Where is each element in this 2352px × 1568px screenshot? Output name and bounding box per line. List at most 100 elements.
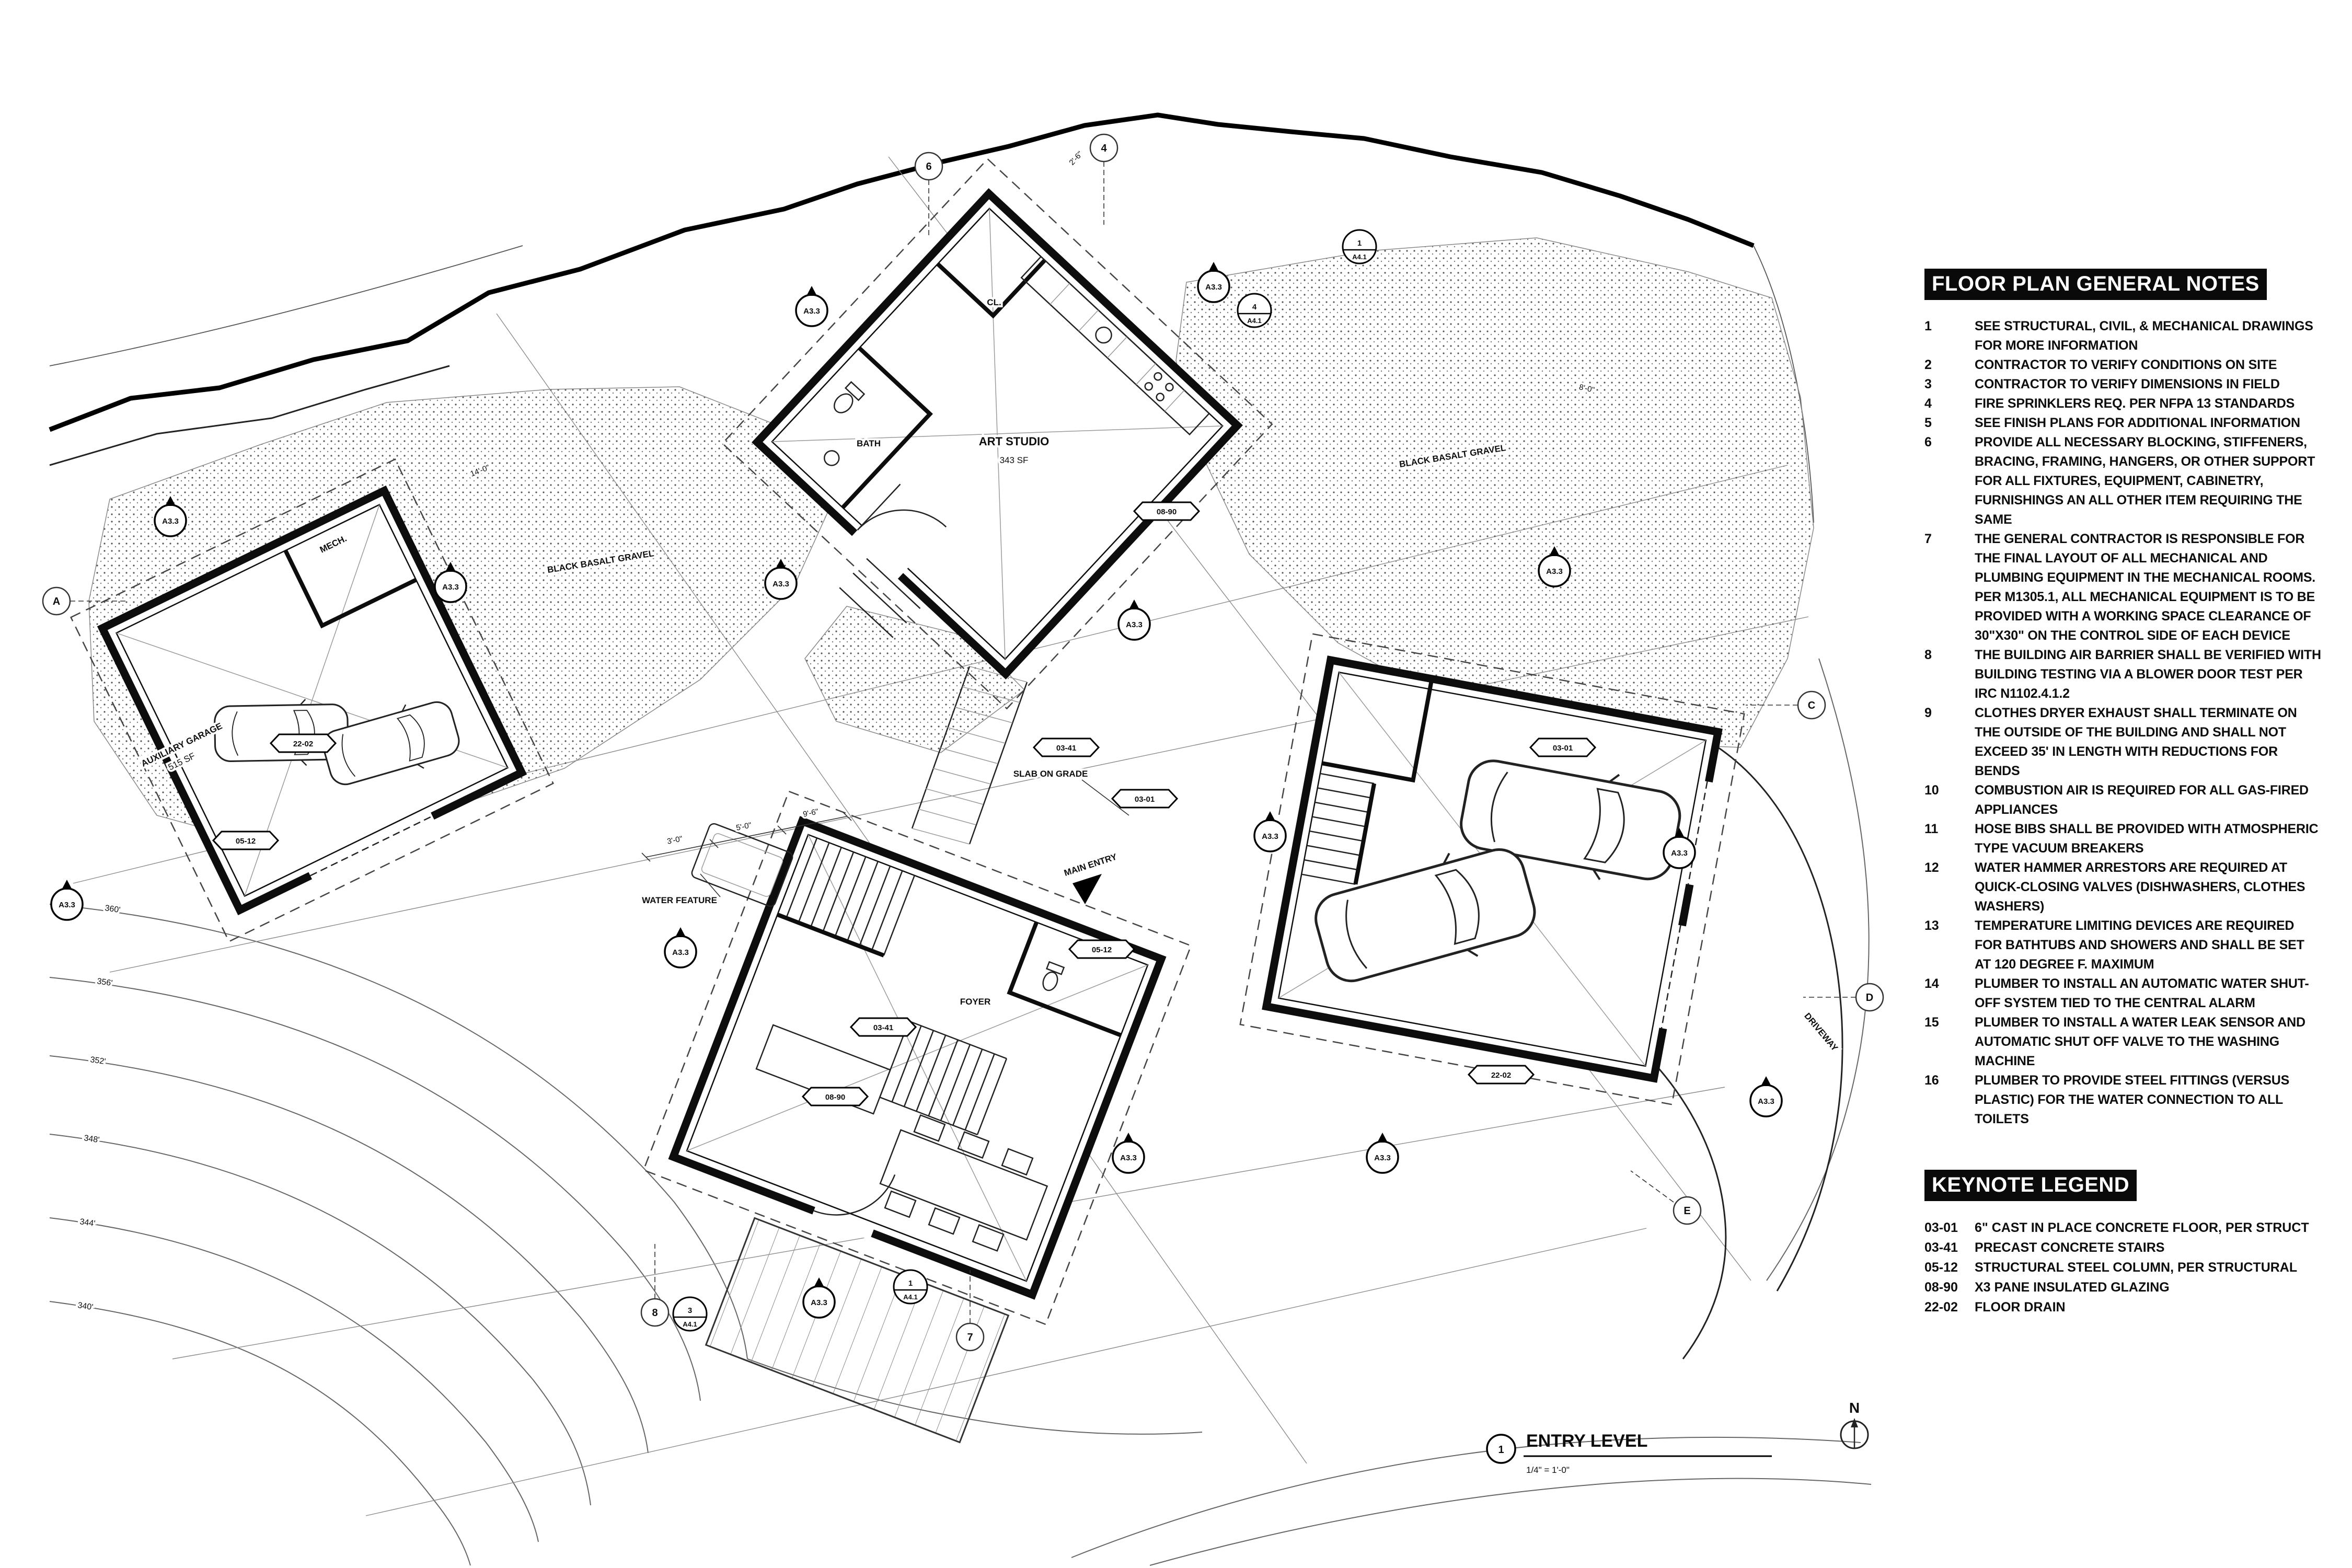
bath-label: BATH [857,439,881,448]
note-text: CONTRACTOR TO VERIFY DIMENSIONS IN FIELD [1975,377,2280,391]
garage-storage-partition [1321,678,1434,783]
chair [884,1190,917,1218]
note-number: 6 [1924,435,1932,449]
keynote-tag: 03-01 [1111,789,1178,809]
sheet-title-block: 1 ENTRY LEVEL 1/4" = 1'-0" [1486,1431,1772,1475]
section-marker-label: A3.3 [1671,849,1688,858]
grid-bubble-label: 7 [967,1332,973,1343]
elevation-markers: 1 A4.1 4 A4.1 3 A4.1 1 A4.1 [672,229,1377,1332]
note-number: 2 [1924,358,1932,372]
section-marker-label: A3.3 [1120,1154,1137,1162]
section-marker: A3.3 [1538,545,1571,587]
note-number: 1 [1924,319,1932,333]
section-marker: A3.3 [802,1276,836,1319]
elevation-marker-num: 1 [908,1279,913,1288]
note-text: HOSE BIBS SHALL BE PROVIDED WITH ATMOSPH… [1975,822,2319,856]
keynote-tag: 05-12 [1068,939,1135,959]
note-number: 7 [1924,532,1932,546]
aux-garage-roof-overhang [70,458,554,942]
note-text: FIRE SPRINKLERS REQ. PER NFPA 13 STANDAR… [1975,396,2295,411]
chair [972,1224,1005,1252]
keynote-code: 05-12 [1924,1260,1958,1275]
art-studio-building [721,158,1273,710]
title-number: 1 [1498,1444,1504,1456]
section-marker-label: A3.3 [811,1298,827,1307]
note-number: 13 [1924,918,1939,933]
contour-label: 356' [96,977,113,988]
counter-dividers [1050,283,1185,412]
grid-bubble-label: E [1684,1205,1690,1217]
keynote-code: 03-01 [1924,1220,1958,1235]
note-text: TEMPERATURE LIMITING DEVICES ARE REQUIRE… [1975,918,2304,972]
grid-bubble-label: 8 [652,1307,658,1319]
chair [1001,1148,1034,1176]
keynote-text: X3 PANE INSULATED GLAZING [1975,1280,2170,1295]
dim-text: 2'-6" [1067,149,1085,167]
dim-text: 5'-0" [735,821,753,832]
note-number: 16 [1924,1073,1939,1088]
note-text: CLOTHES DRYER EXHAUST SHALL TERMINATE ON… [1975,706,2297,778]
keynote-code: 22-02 [1924,1300,1958,1315]
grid-bubble: E [1673,1196,1702,1225]
grid-bubble: 8 [640,1298,670,1327]
stove-burner [1144,382,1154,391]
grid-bubble: 7 [955,1322,985,1352]
keynote-code: 03-41 [1924,1240,1958,1255]
section-marker: A3.3 [1366,1132,1399,1174]
general-note: 2 CONTRACTOR TO VERIFY CONDITIONS ON SITE [1924,355,2323,375]
elevation-marker: 3 A4.1 [672,1296,708,1332]
stove-burner [1165,383,1174,391]
title-text: ENTRY LEVEL [1526,1431,1647,1451]
grid-bubble-label: 6 [926,161,931,172]
note-text: CONTRACTOR TO VERIFY CONDITIONS ON SITE [1975,358,2277,372]
closet-label: CL. [987,297,1001,307]
general-notes-title: FLOOR PLAN GENERAL NOTES [1924,269,2267,300]
chair [928,1207,961,1235]
section-marker: A3.3 [50,879,84,921]
elevation-marker-num: 4 [1252,303,1257,312]
keynote-tag: 03-01 [1529,737,1596,757]
kitchen-counter [1020,256,1210,436]
door-opening [849,522,912,582]
exterior-precast-stairs [911,666,1028,845]
keynote-tag: 03-41 [850,1017,917,1037]
water-feature-inner [701,833,783,897]
garage-stair-run [1301,773,1375,885]
note-text: WATER HAMMER ARRESTORS ARE REQUIRED AT Q… [1975,860,2305,914]
art-studio-projection-lines [771,208,1223,660]
grid-bubble: D [1855,983,1884,1012]
stair-wall [777,913,885,958]
elevation-marker: 4 A4.1 [1237,293,1272,328]
keynote-tag: 22-02 [1468,1065,1535,1085]
stove-burner [1154,372,1162,381]
grid-bubble: 6 [914,152,943,181]
elevation-marker-sheet: A4.1 [1352,253,1366,261]
note-text: SEE STRUCTURAL, CIVIL, & MECHANICAL DRAW… [1975,319,2313,353]
section-marker: A3.3 [154,495,187,537]
keynote-tag-code: 08-90 [825,1093,845,1102]
section-marker-label: A3.3 [1262,832,1278,841]
section-marker-label: A3.3 [1758,1097,1774,1106]
title-scale: 1/4" = 1'-0" [1526,1465,1570,1475]
keynote-tag-code: 22-02 [1491,1071,1511,1080]
keynote-tag: 08-90 [1133,501,1200,521]
note-number: 5 [1924,416,1932,430]
grid-bubble: C [1797,690,1826,720]
main-entry-arrow [1073,874,1102,904]
grid-leaders [70,162,1856,1323]
keynote-legend-title: KEYNOTE LEGEND [1924,1170,2137,1201]
toilet-bowl [1042,971,1058,991]
garage-building [1239,633,1745,1105]
elevation-marker: 1 A4.1 [1342,229,1377,264]
main-entry-label: MAIN ENTRY [1063,851,1118,878]
